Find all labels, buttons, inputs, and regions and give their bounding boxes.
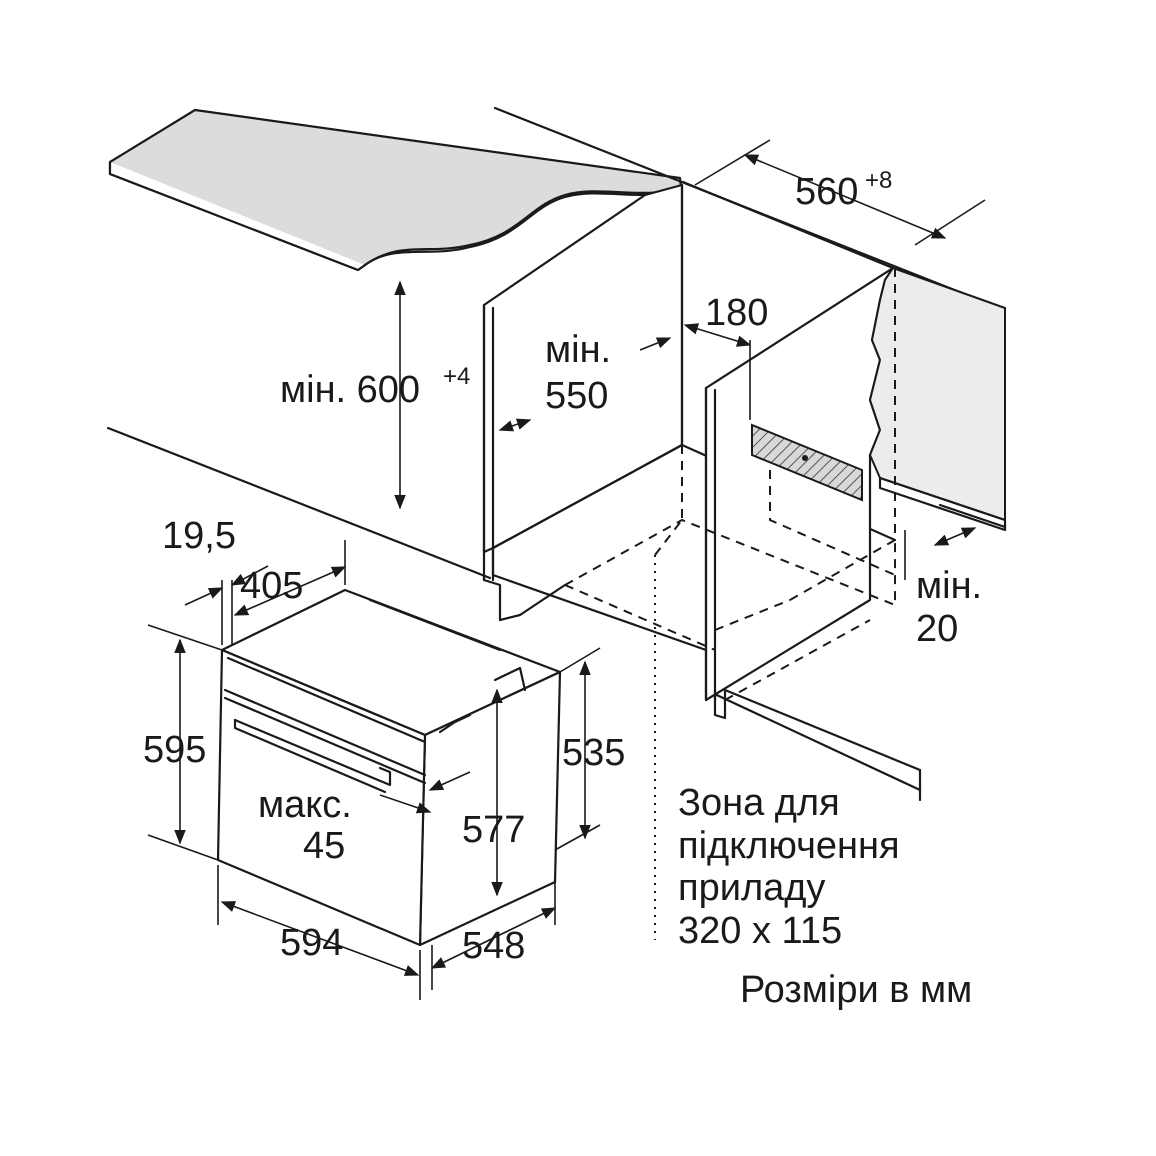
oven <box>216 588 562 947</box>
label-19-5: 19,5 <box>162 515 236 557</box>
label-min-550-line1: мін. <box>545 329 611 371</box>
zone-label-line4: 320 x 115 <box>678 910 842 952</box>
label-min-20-line2: 20 <box>916 608 958 650</box>
units-note: Розміри в мм <box>740 969 972 1011</box>
worktop <box>108 108 683 272</box>
dimension-lines <box>147 139 986 1000</box>
label-594: 594 <box>280 922 343 964</box>
label-min-600-tolerance: +4 <box>443 363 470 390</box>
label-595: 595 <box>143 729 206 771</box>
cabinet-niche <box>482 183 1007 940</box>
label-max-45-line1: макс. <box>258 784 352 826</box>
label-180: 180 <box>705 292 768 334</box>
label-560: 560 <box>795 171 858 213</box>
label-min-600: мін. 600 <box>280 369 420 411</box>
label-max-45-line2: 45 <box>303 825 345 867</box>
label-548: 548 <box>462 925 525 967</box>
label-min-550-line2: 550 <box>545 375 608 417</box>
label-min-20-line1: мін. <box>916 565 982 607</box>
label-405: 405 <box>240 565 303 607</box>
zone-label-line3: приладу <box>678 867 825 909</box>
label-560-tolerance: +8 <box>865 167 892 194</box>
zone-label-line2: підключення <box>678 825 900 867</box>
zone-label-line1: Зона для <box>678 782 840 824</box>
dimension-labels: мін. 600 +4 мін. 550 180 560 +8 мін. 20 … <box>143 167 982 1011</box>
label-535: 535 <box>562 732 625 774</box>
label-577: 577 <box>462 809 525 851</box>
